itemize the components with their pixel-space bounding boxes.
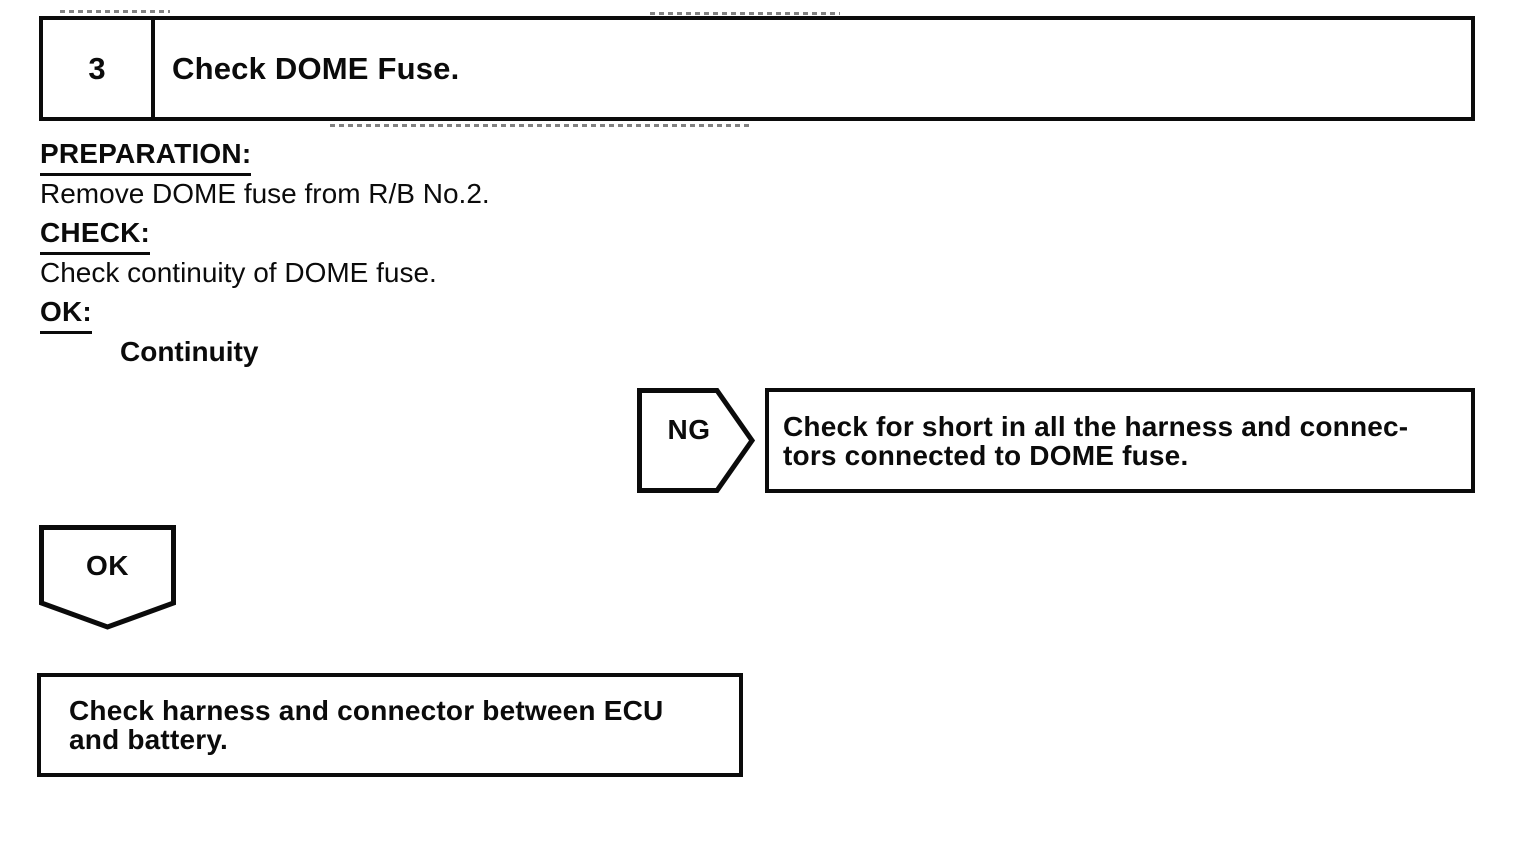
ng-connector-label: NG <box>667 414 711 445</box>
check-label: CHECK: <box>40 217 151 255</box>
step-header-box: 3 Check DOME Fuse. <box>39 16 1475 121</box>
ng-action-line2: tors connected to DOME fuse. <box>783 439 1189 471</box>
step-number: 3 <box>43 20 155 117</box>
ok-action-line2: and battery. <box>69 724 229 755</box>
scan-noise <box>60 10 170 13</box>
ok-result-text: Continuity <box>120 336 259 367</box>
scan-noise <box>650 12 840 15</box>
ok-pentagon-down-icon <box>39 525 176 630</box>
preparation-label: PREPARATION: <box>40 138 252 176</box>
scan-noise <box>330 124 750 127</box>
ok-label: OK: <box>40 296 92 334</box>
ng-action-line1: Check for short in all the harness and c… <box>783 410 1409 442</box>
ok-action-line1: Check harness and connector between ECU <box>69 695 664 726</box>
ok-connector-label: OK <box>86 550 129 581</box>
ng-connector: NG <box>637 388 755 493</box>
preparation-text: Remove DOME fuse from R/B No.2. <box>40 178 490 209</box>
check-text: Check continuity of DOME fuse. <box>40 257 437 288</box>
ng-action-box: Check for short in all the harness and c… <box>765 388 1475 493</box>
step-title: Check DOME Fuse. <box>172 50 460 86</box>
ng-pentagon-right-icon <box>637 388 755 493</box>
ok-connector: OK <box>39 525 176 630</box>
ok-action-box: Check harness and connector between ECU … <box>37 673 743 777</box>
